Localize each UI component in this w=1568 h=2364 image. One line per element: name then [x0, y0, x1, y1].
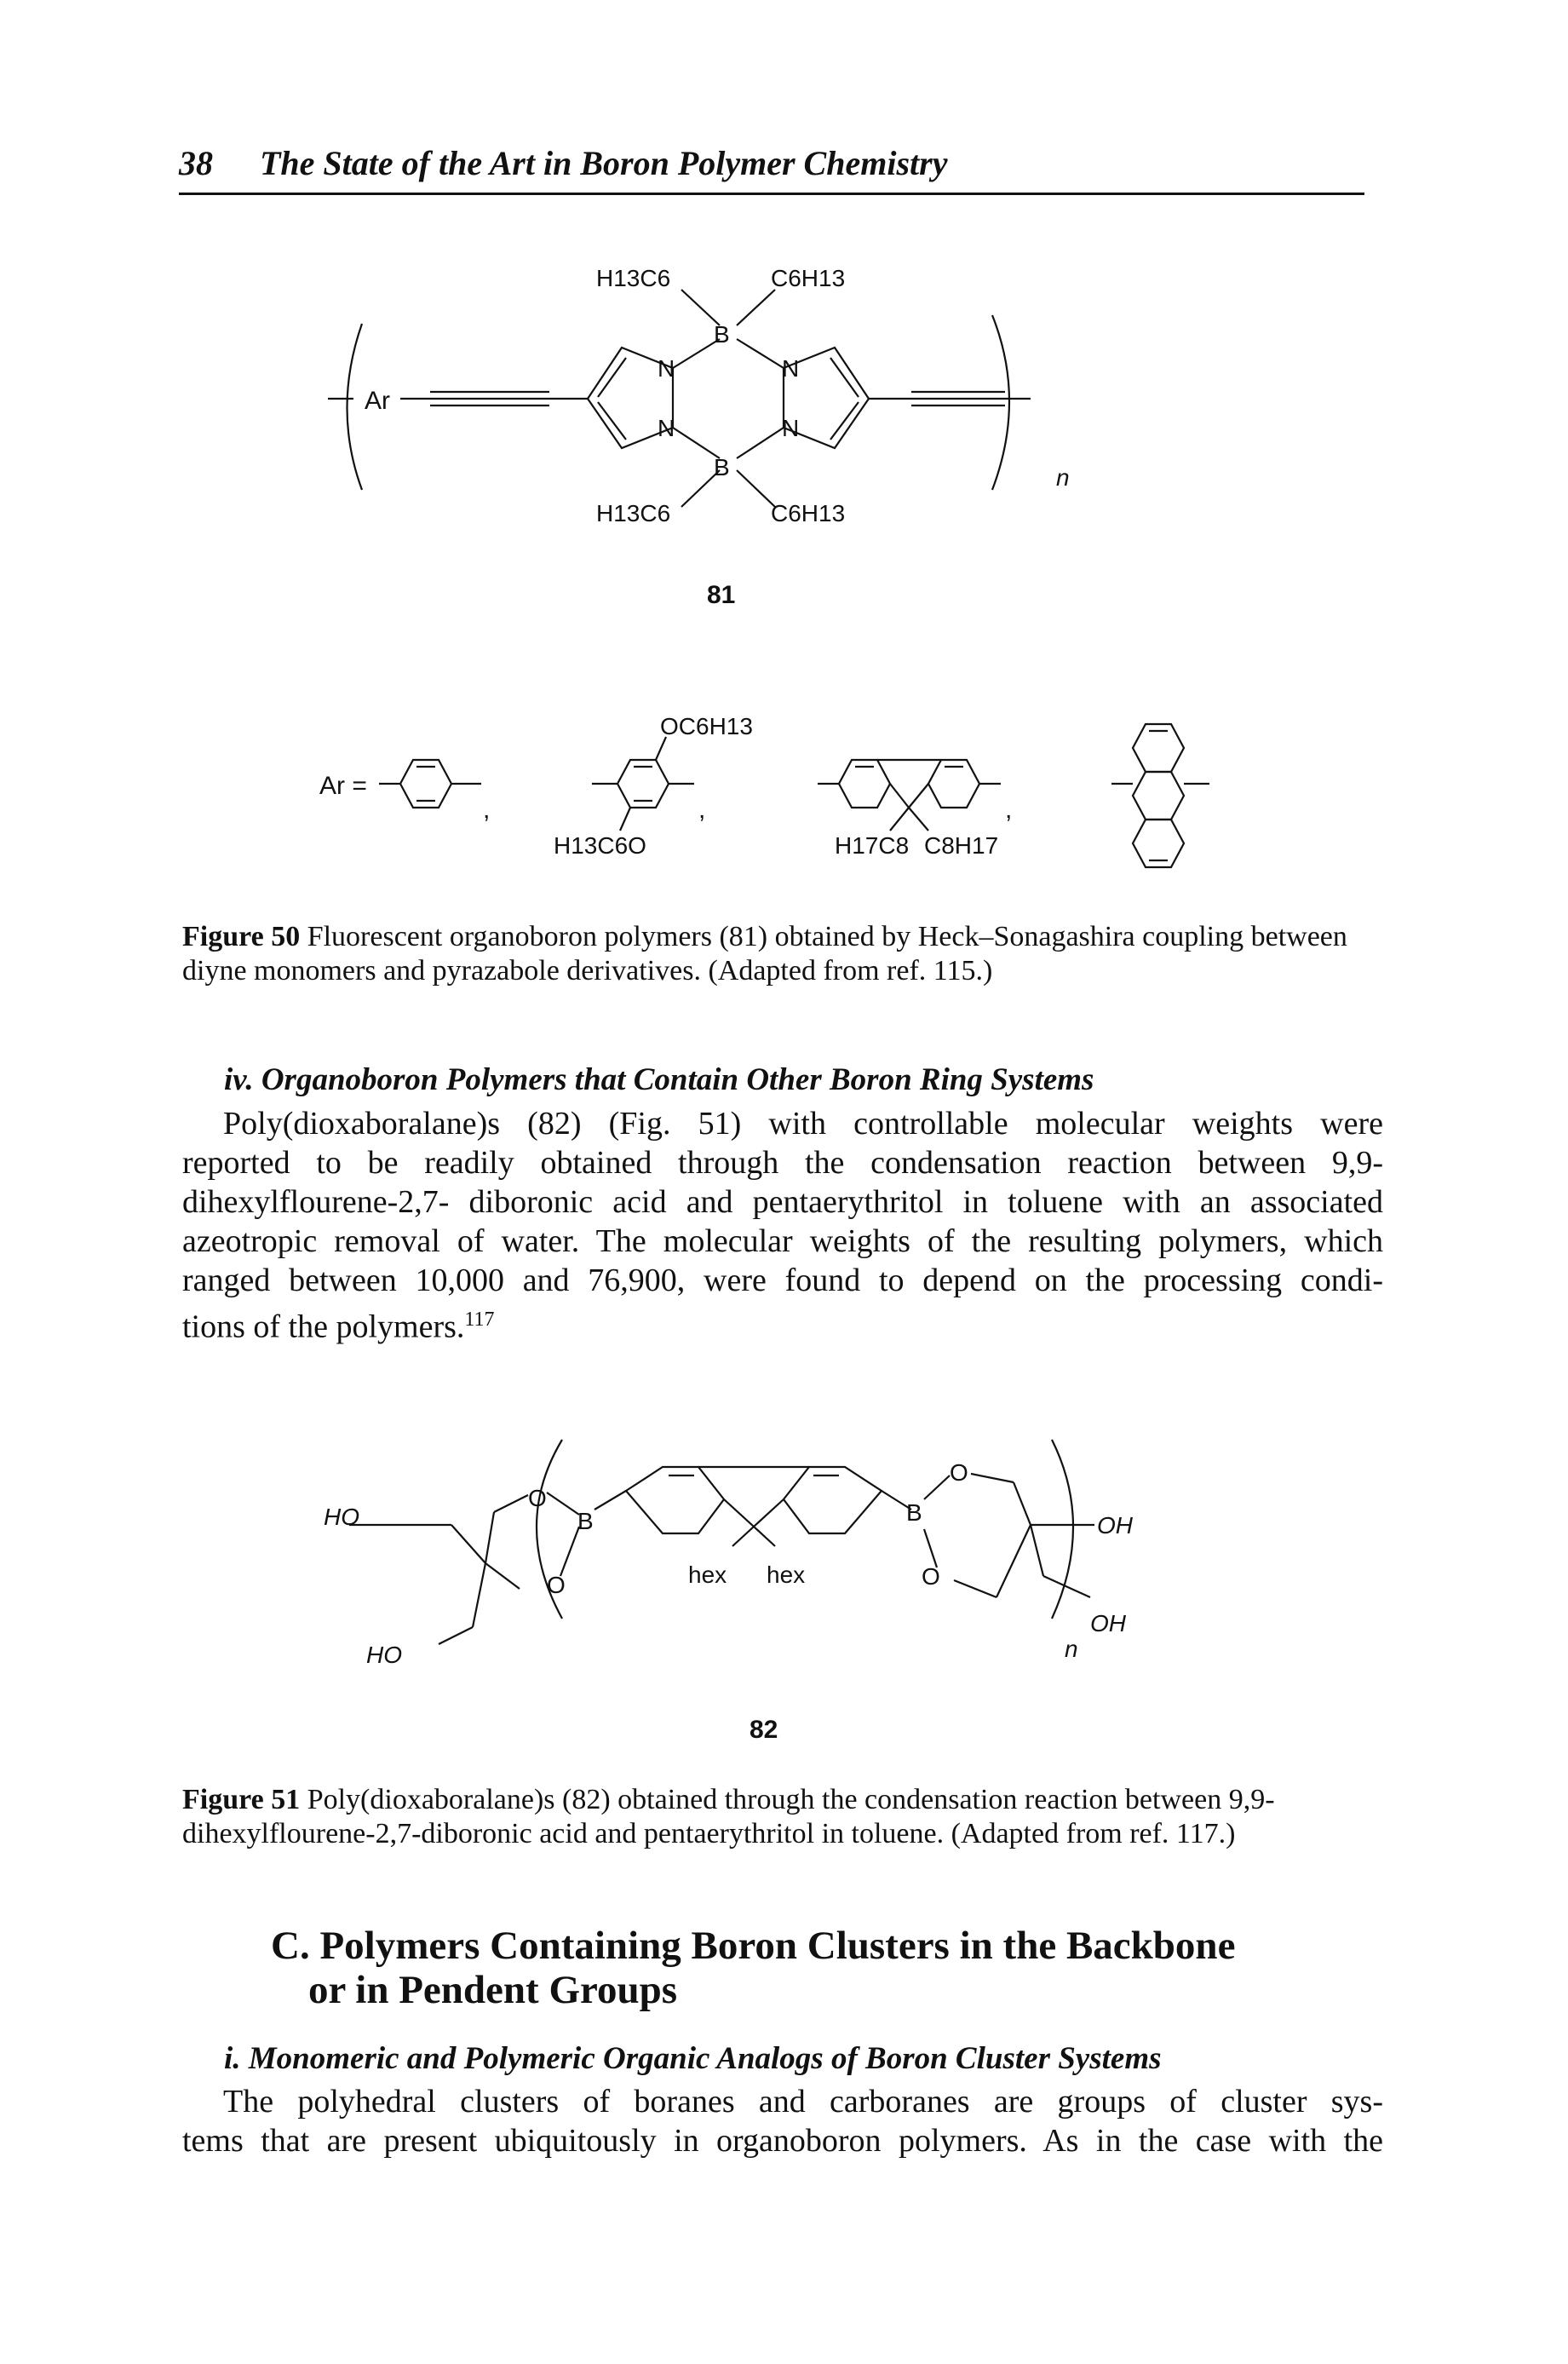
paragraph-line: ranged between 10,000 and 76,900, were f… [182, 1263, 1383, 1298]
hex-left-label: hex [688, 1562, 727, 1588]
figure-51-label: Figure 51 [182, 1784, 301, 1815]
reference-117: 117 [464, 1309, 495, 1331]
figure-51-structure: HO HO O B O hex hex B O O OH OH n 82 [324, 1439, 1134, 1744]
page-number: 38 [179, 144, 213, 182]
ho-lower-label: HO [366, 1642, 402, 1668]
subsection-iv-paragraph: Poly(dioxaboralane)s (82) (Fig. 51) with… [182, 1104, 1383, 1347]
nitrogen-4: N [782, 415, 799, 441]
fluorene-left-alkyl: H17C8 [835, 832, 909, 859]
comma-3: , [1005, 796, 1012, 824]
figure-50-structure: Ar B B N N N N H13C6 C6H13 H13C6 C6H13 n… [328, 265, 1070, 609]
alkoxy-bottom-label: H13C6O [554, 832, 646, 859]
subsection-iv-title: iv. Organoboron Polymers that Contain Ot… [224, 1062, 1094, 1097]
comma-2: , [698, 796, 705, 824]
ar-equals-label: Ar = [319, 772, 367, 800]
substituent-bottom-right: C6H13 [771, 500, 845, 526]
left-bracket [535, 1439, 563, 1619]
figure-50-caption: Figure 50 Fluorescent organoboron polyme… [182, 920, 1375, 988]
figure-50-label: Figure 50 [182, 921, 301, 952]
boron-left: B [577, 1508, 594, 1534]
oh-lower-label: OH [1090, 1610, 1127, 1636]
nitrogen-2: N [782, 355, 799, 382]
running-header: 38 The State of the Art in Boron Polymer… [179, 143, 1371, 194]
fluorene-ring-right-51 [782, 1465, 883, 1535]
figure-51-caption-text: Poly(dioxaboralane)s (82) obtained throu… [182, 1784, 1275, 1849]
paragraph-line: tions of the polymers. [182, 1309, 465, 1345]
substituent-bottom-left: H13C6 [596, 500, 670, 526]
header-rule [179, 193, 1364, 195]
comma-1: , [483, 796, 490, 824]
oxygen-left-bottom: O [547, 1572, 566, 1598]
paragraph-line: tems that are present ubiquitously in or… [182, 2123, 1383, 2159]
compound-81-label: 81 [707, 581, 735, 609]
repeat-n-51: n [1065, 1636, 1078, 1662]
figure-51-caption: Figure 51 Poly(dioxaboralane)s (82) obta… [182, 1783, 1375, 1851]
oxygen-left-top: O [528, 1485, 547, 1511]
left-pyrazole [586, 346, 675, 450]
section-c-line1: C. Polymers Containing Boron Clusters in… [271, 1924, 1236, 1968]
oxygen-right-top: O [950, 1459, 968, 1486]
hex-right-label: hex [767, 1562, 805, 1588]
boron-top: B [714, 321, 730, 348]
running-title: The State of the Art in Boron Polymer Ch… [260, 144, 948, 182]
fluorene-ring-left-51 [624, 1465, 726, 1535]
boron-right: B [906, 1499, 922, 1526]
substituent-top-left: H13C6 [596, 265, 670, 291]
anthracene-ring-middle [1131, 770, 1186, 821]
section-c-line2: or in Pendent Groups [308, 1968, 678, 2012]
subsection-i-paragraph: The polyhedral clusters of boranes and c… [182, 2082, 1383, 2160]
ho-upper-label: HO [324, 1504, 359, 1530]
phenyl-ring [399, 758, 453, 809]
alkoxy-top-label: OC6H13 [660, 713, 753, 739]
paragraph-line: azeotropic removal of water. The molecul… [182, 1223, 1383, 1259]
repeat-n: n [1056, 464, 1070, 491]
section-c-heading: C. Polymers Containing Boron Clusters in… [271, 1924, 1235, 2012]
substituent-top-right: C6H13 [771, 265, 845, 291]
subsection-i-title: i. Monomeric and Polymeric Organic Analo… [224, 2041, 1162, 2076]
figure-50-ar-options: Ar = , , , OC6H13 H13C6O H17C8 C8H17 [319, 713, 1209, 869]
paragraph-line: Poly(dioxaboralane)s (82) (Fig. 51) with… [223, 1106, 1383, 1142]
figure-50-caption-text: Fluorescent organoboron polymers (81) ob… [182, 921, 1347, 986]
left-bracket [346, 323, 364, 491]
nitrogen-3: N [658, 415, 675, 441]
nitrogen-1: N [658, 355, 675, 382]
fluorene-right-alkyl: C8H17 [924, 832, 998, 859]
oh-upper-label: OH [1097, 1512, 1134, 1539]
paragraph-line: reported to be readily obtained through … [182, 1145, 1383, 1181]
paragraph-line-last: tions of the polymers.117 [182, 1300, 1383, 1347]
right-bracket [1050, 1439, 1075, 1619]
paragraph-line: dihexylflourene-2,7- diboronic acid and … [182, 1184, 1383, 1220]
boron-bottom: B [714, 454, 730, 480]
ar-label: Ar [365, 387, 390, 415]
compound-82-label: 82 [750, 1716, 778, 1744]
anthracene-ring-bottom [1131, 818, 1186, 869]
oxygen-right-bottom: O [922, 1563, 940, 1590]
right-pyrazole [782, 346, 870, 450]
right-bracket [991, 314, 1011, 491]
paragraph-line: The polyhedral clusters of boranes and c… [223, 2084, 1383, 2120]
